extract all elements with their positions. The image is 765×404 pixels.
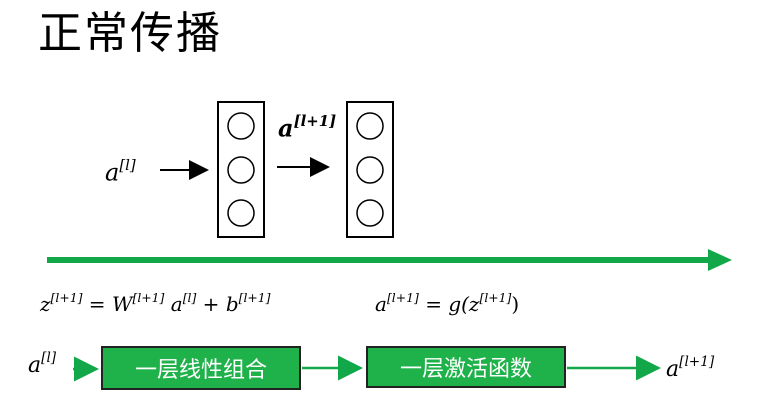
label-sup: [l+1] — [679, 354, 715, 370]
eq-b-var: b — [225, 291, 239, 316]
input-activation-label: a[l] — [105, 156, 136, 187]
neuron-l-3 — [227, 199, 255, 227]
label-sup: [l] — [119, 156, 136, 174]
neuron-l-2 — [227, 156, 255, 184]
flow-input-label: a[l] — [28, 350, 56, 378]
eq-w-var: W — [111, 291, 133, 316]
label-sup: [l+1] — [293, 112, 337, 130]
label-sup: [l] — [41, 350, 57, 366]
eq-z-sup: [l+1] — [50, 290, 83, 305]
eq-w-sup: [l+1] — [132, 290, 165, 305]
activation-equation: a[l+1] = g(z[l+1]) — [375, 290, 519, 316]
eq-a-var: a — [164, 291, 183, 316]
eq-a-sup: [l+1] — [386, 290, 419, 305]
eq-g-sup: [l+1] — [479, 290, 512, 305]
eq-a-var: a — [375, 291, 387, 316]
eq-a-sup: [l] — [182, 290, 197, 305]
eq-b-sup: [l+1] — [238, 290, 271, 305]
eq-equals: = — [82, 291, 112, 316]
eq-z-var: z — [40, 291, 51, 316]
output-activation-label: a[l+1] — [278, 112, 336, 143]
eq-plus: + — [196, 291, 226, 316]
flow-output-label: a[l+1] — [666, 354, 714, 382]
neuron-l1-2 — [356, 156, 384, 184]
label-base: a — [28, 352, 42, 378]
eq-g-fn: g(z — [448, 291, 480, 316]
page-title: 正常传播 — [38, 8, 222, 59]
label-base: a — [105, 158, 120, 187]
neuron-l-1 — [227, 112, 255, 140]
eq-equals: = — [418, 291, 449, 316]
neuron-l1-3 — [356, 199, 384, 227]
label-base: a — [278, 113, 294, 143]
activation-function-step: 一层激活函数 — [366, 346, 566, 388]
neuron-l1-1 — [356, 112, 384, 140]
propagation-arrowhead — [708, 249, 732, 271]
label-base: a — [666, 356, 680, 382]
linear-equation: z[l+1] = W[l+1] a[l] + b[l+1] — [40, 290, 271, 316]
eq-close-paren: ) — [511, 291, 520, 316]
linear-combination-step: 一层线性组合 — [101, 346, 301, 390]
